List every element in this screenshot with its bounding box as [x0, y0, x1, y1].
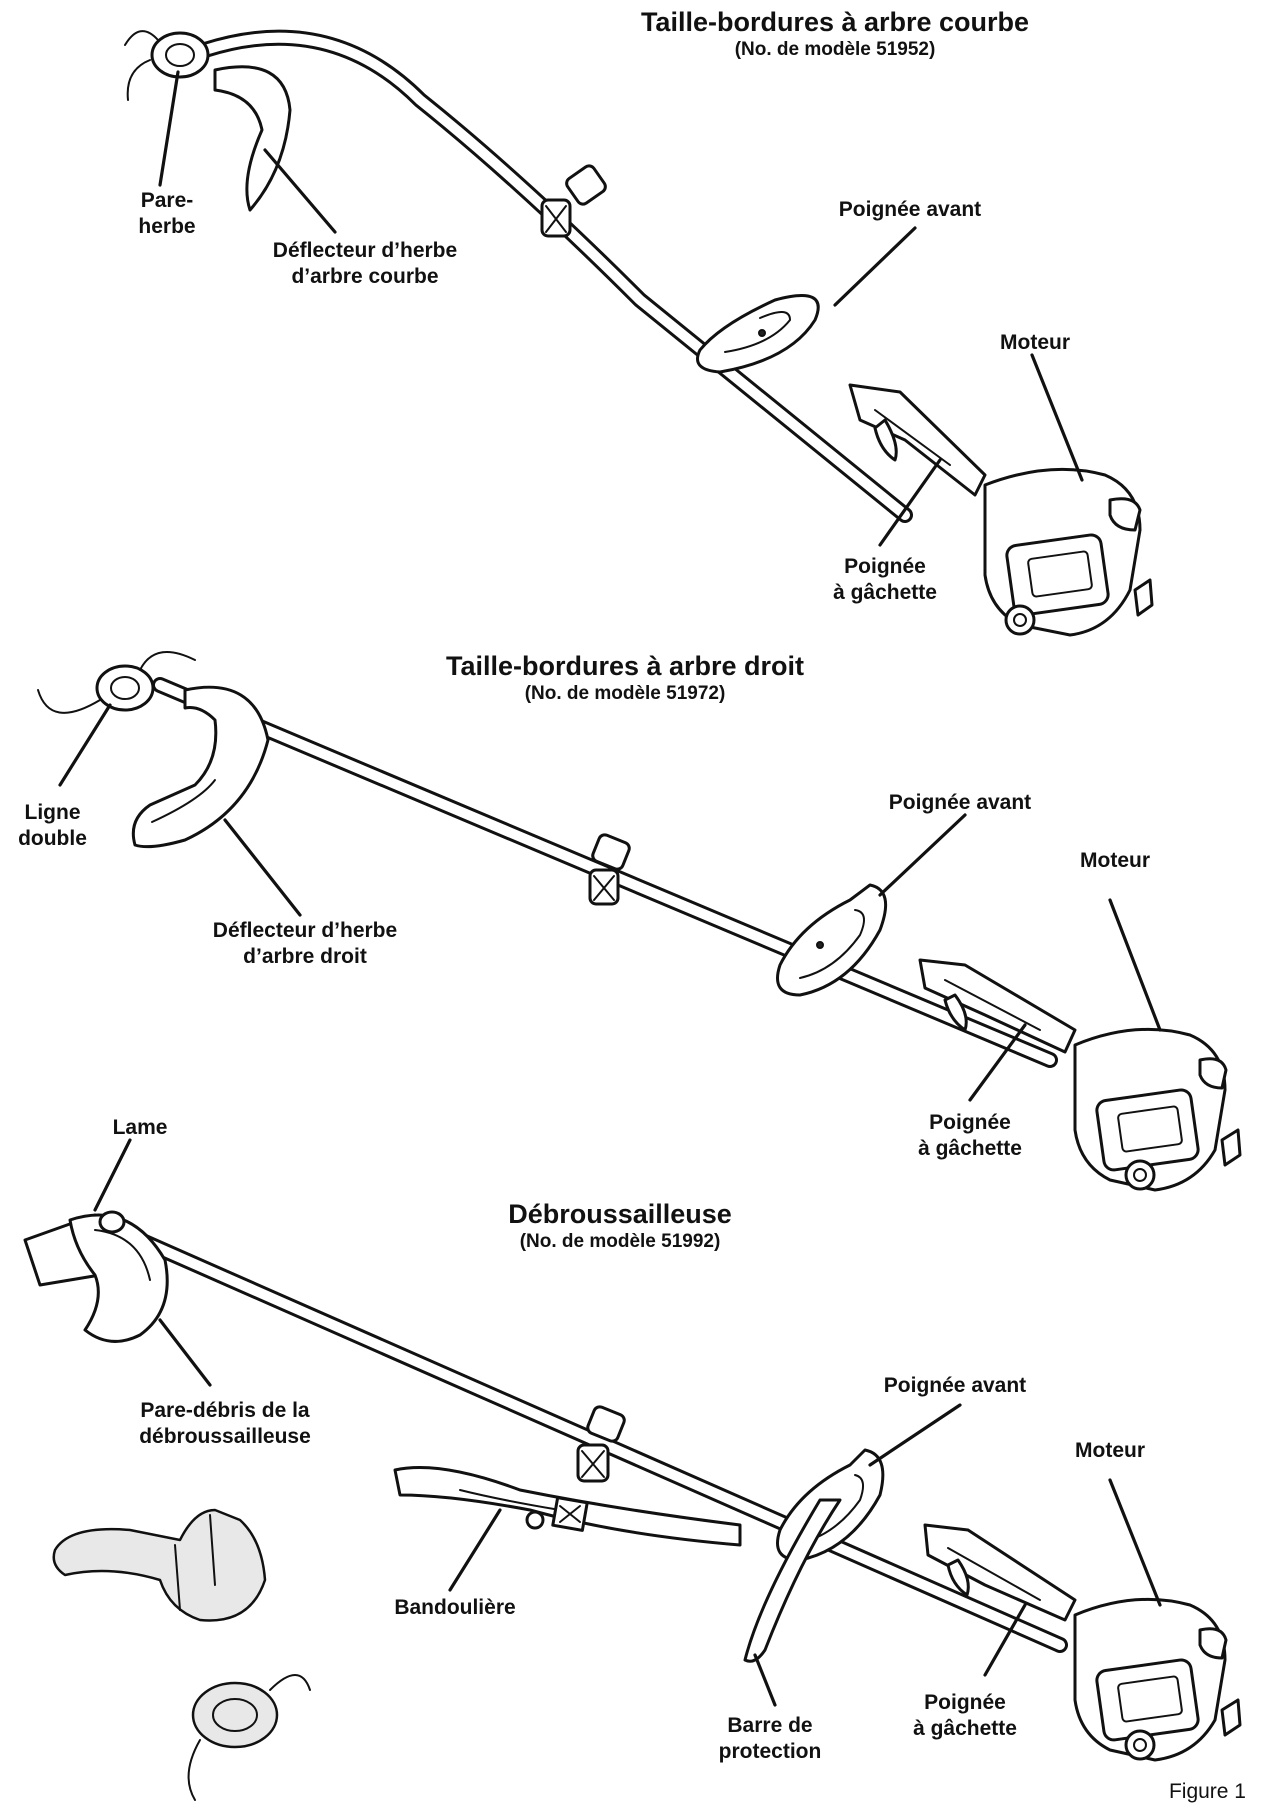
- shoulder-strap: [393, 1466, 742, 1547]
- leader-lines: [58, 70, 1162, 1707]
- brushcutter-debris-shield: [68, 1213, 169, 1343]
- straight-engine: [1073, 1027, 1242, 1192]
- straight-trimmer-title-text: Taille-bordures à arbre droit: [445, 651, 805, 681]
- curved-trimmer-title: Taille-bordures à arbre courbe (No. de m…: [590, 6, 1080, 62]
- curved-engine: [983, 467, 1154, 637]
- brushcutter-model: (No. de modèle 51992): [519, 1231, 721, 1252]
- brushcutter-title: Débroussailleuse (No. de modèle 51992): [440, 1198, 800, 1254]
- label-brushcutter-trigger-handle: Poignée à gâchette: [913, 1691, 1017, 1740]
- brushcutter-trigger-handle: [923, 1523, 1077, 1622]
- label-blade: Lame: [112, 1116, 168, 1139]
- straight-grass-deflector: [131, 685, 270, 849]
- label-curved-trigger-handle: Poignée à gâchette: [833, 555, 937, 604]
- label-double-line: Ligne double: [18, 801, 87, 850]
- straight-shaft-trimmer: [37, 651, 1242, 1192]
- accessory-trimmer-head: [187, 1674, 311, 1801]
- figure-caption: Figure 1: [1168, 1780, 1246, 1803]
- label-protection-bar: Barre de protection: [718, 1714, 822, 1763]
- curved-trigger-handle: [848, 383, 987, 497]
- curved-shaft-trimmer: [124, 29, 1154, 637]
- protection-bar: [743, 1498, 842, 1663]
- brushcutter-engine: [1073, 1597, 1242, 1762]
- curved-shaft-clamp: [540, 164, 607, 238]
- straight-trimmer-title: Taille-bordures à arbre droit (No. de mo…: [395, 650, 855, 706]
- label-brushcutter-engine: Moteur: [1075, 1439, 1145, 1462]
- straight-front-handle: [776, 883, 888, 997]
- curved-grass-deflector: [213, 65, 292, 212]
- label-straight-engine: Moteur: [1080, 849, 1150, 872]
- label-curved-front-handle: Poignée avant: [838, 198, 982, 221]
- brushcutter-title-text: Débroussailleuse: [508, 1199, 732, 1229]
- straight-trigger-handle: [918, 958, 1077, 1054]
- label-straight-deflector: Déflecteur d’herbe d’arbre droit: [212, 919, 398, 968]
- straight-trimmer-head: [37, 651, 196, 714]
- label-shoulder-strap: Bandoulière: [394, 1596, 516, 1619]
- curved-trimmer-head: [124, 30, 210, 101]
- curved-front-handle: [696, 294, 820, 374]
- label-curved-engine: Moteur: [1000, 331, 1070, 354]
- label-curved-deflector: Déflecteur d’herbe d’arbre courbe: [272, 239, 458, 288]
- label-debris-shield: Pare-débris de la débroussailleuse: [139, 1399, 311, 1448]
- label-straight-trigger-handle: Poignée à gâchette: [918, 1111, 1022, 1160]
- accessory-grass-deflector: [52, 1508, 267, 1622]
- label-guard: Pare- herbe: [138, 189, 196, 238]
- curved-trimmer-title-text: Taille-bordures à arbre courbe: [640, 7, 1030, 37]
- brushcutter: [23, 1210, 1242, 1801]
- label-brushcutter-front-handle: Poignée avant: [883, 1374, 1027, 1397]
- straight-trimmer-model: (No. de modèle 51972): [524, 683, 726, 704]
- label-straight-front-handle: Poignée avant: [888, 791, 1032, 814]
- straight-shaft-clamp: [588, 833, 631, 906]
- brushcutter-shaft-clamp: [576, 1405, 626, 1483]
- curved-trimmer-model: (No. de modèle 51952): [734, 39, 936, 60]
